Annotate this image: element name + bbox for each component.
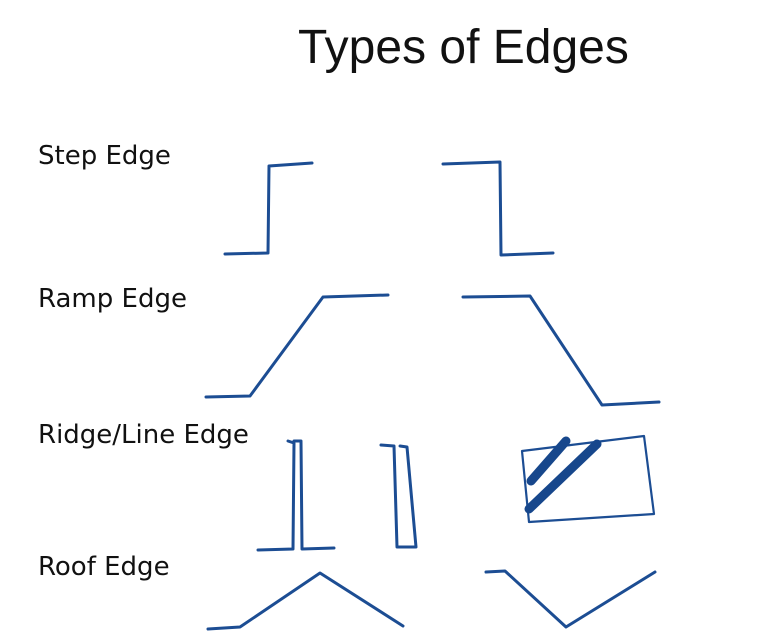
- roof-edge-peak-sketch: [206, 571, 405, 631]
- step-edge-label: Step Edge: [38, 141, 171, 171]
- roof-edge-valley-sketch: [484, 569, 657, 629]
- ridge-hatch-stroke-1: [526, 436, 571, 486]
- ridge-line-edge-label: Ridge/Line Edge: [38, 420, 249, 450]
- line-edge-narrow-sketch: [379, 443, 418, 549]
- ridge-edge-peak-sketch: [256, 439, 336, 552]
- slide-title: Types of Edges: [298, 21, 629, 74]
- step-edge-rising-sketch: [223, 161, 314, 256]
- roof-edge-label: Roof Edge: [38, 552, 170, 582]
- ramp-edge-rising-sketch: [204, 293, 390, 399]
- step-edge-falling-sketch: [441, 160, 555, 257]
- ramp-edge-falling-sketch: [461, 294, 661, 407]
- ramp-edge-label: Ramp Edge: [38, 284, 187, 314]
- ridge-hatch-stroke-2: [524, 439, 602, 514]
- ridge-edge-box-sketch: [520, 434, 656, 524]
